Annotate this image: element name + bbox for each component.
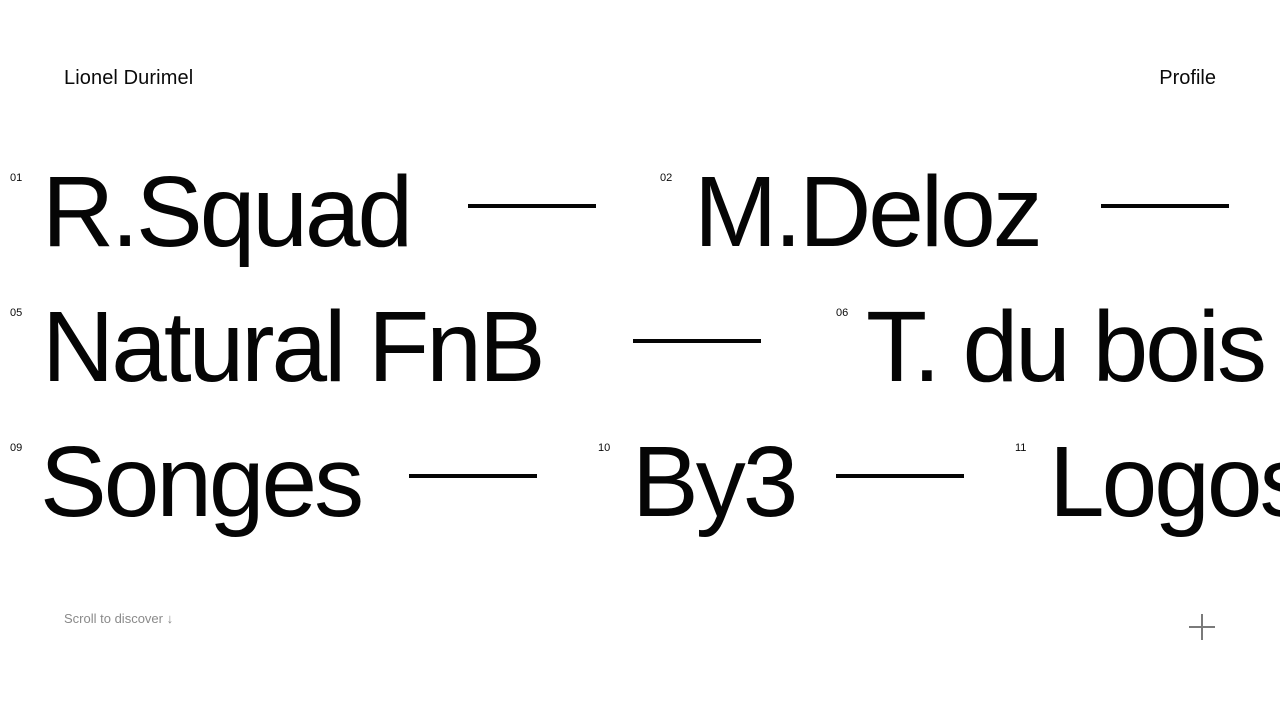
scroll-hint: Scroll to discover ↓ [64,611,174,626]
project-number: 06 [836,307,849,319]
project-name: Natural FnB [42,295,546,403]
project-number: 11 [1015,442,1027,454]
project-item-songes[interactable]: 09 Songes [0,430,590,550]
profile-link[interactable]: Profile [1159,67,1216,89]
dash-line [633,339,761,343]
project-name: Logos [1049,430,1280,538]
project-row-2: 05 Natural FnB 06 T. du bois [0,295,1280,415]
project-number: 05 [10,307,23,319]
project-item-logos[interactable]: 11 Logos [1005,430,1280,550]
project-name: By3 [632,430,798,538]
project-item-t-du-bois[interactable]: 06 T. du bois [826,295,1280,415]
plus-icon[interactable] [1186,611,1218,643]
project-name: R.Squad [42,160,413,268]
project-item-by3[interactable]: 10 By3 [588,430,1008,550]
project-row-1: 01 R.Squad 02 M.Deloz [0,160,1280,280]
site-name-link[interactable]: Lionel Durimel [64,67,194,89]
project-item-natural-fnb[interactable]: 05 Natural FnB [0,295,820,415]
project-item-mdeloz[interactable]: 02 M.Deloz [650,160,1280,280]
project-number: 09 [10,442,23,454]
project-item-rsquad[interactable]: 01 R.Squad [0,160,640,280]
project-name: M.Deloz [694,160,1043,268]
dash-line [409,474,537,478]
dash-line [1101,204,1229,208]
dash-line [468,204,596,208]
project-name: Songes [40,430,364,538]
project-number: 02 [660,172,673,184]
project-name: T. du bois [866,295,1267,403]
project-number: 01 [10,172,23,184]
dash-line [836,474,964,478]
project-number: 10 [598,442,611,454]
project-row-3: 09 Songes 10 By3 11 Logos [0,430,1280,550]
